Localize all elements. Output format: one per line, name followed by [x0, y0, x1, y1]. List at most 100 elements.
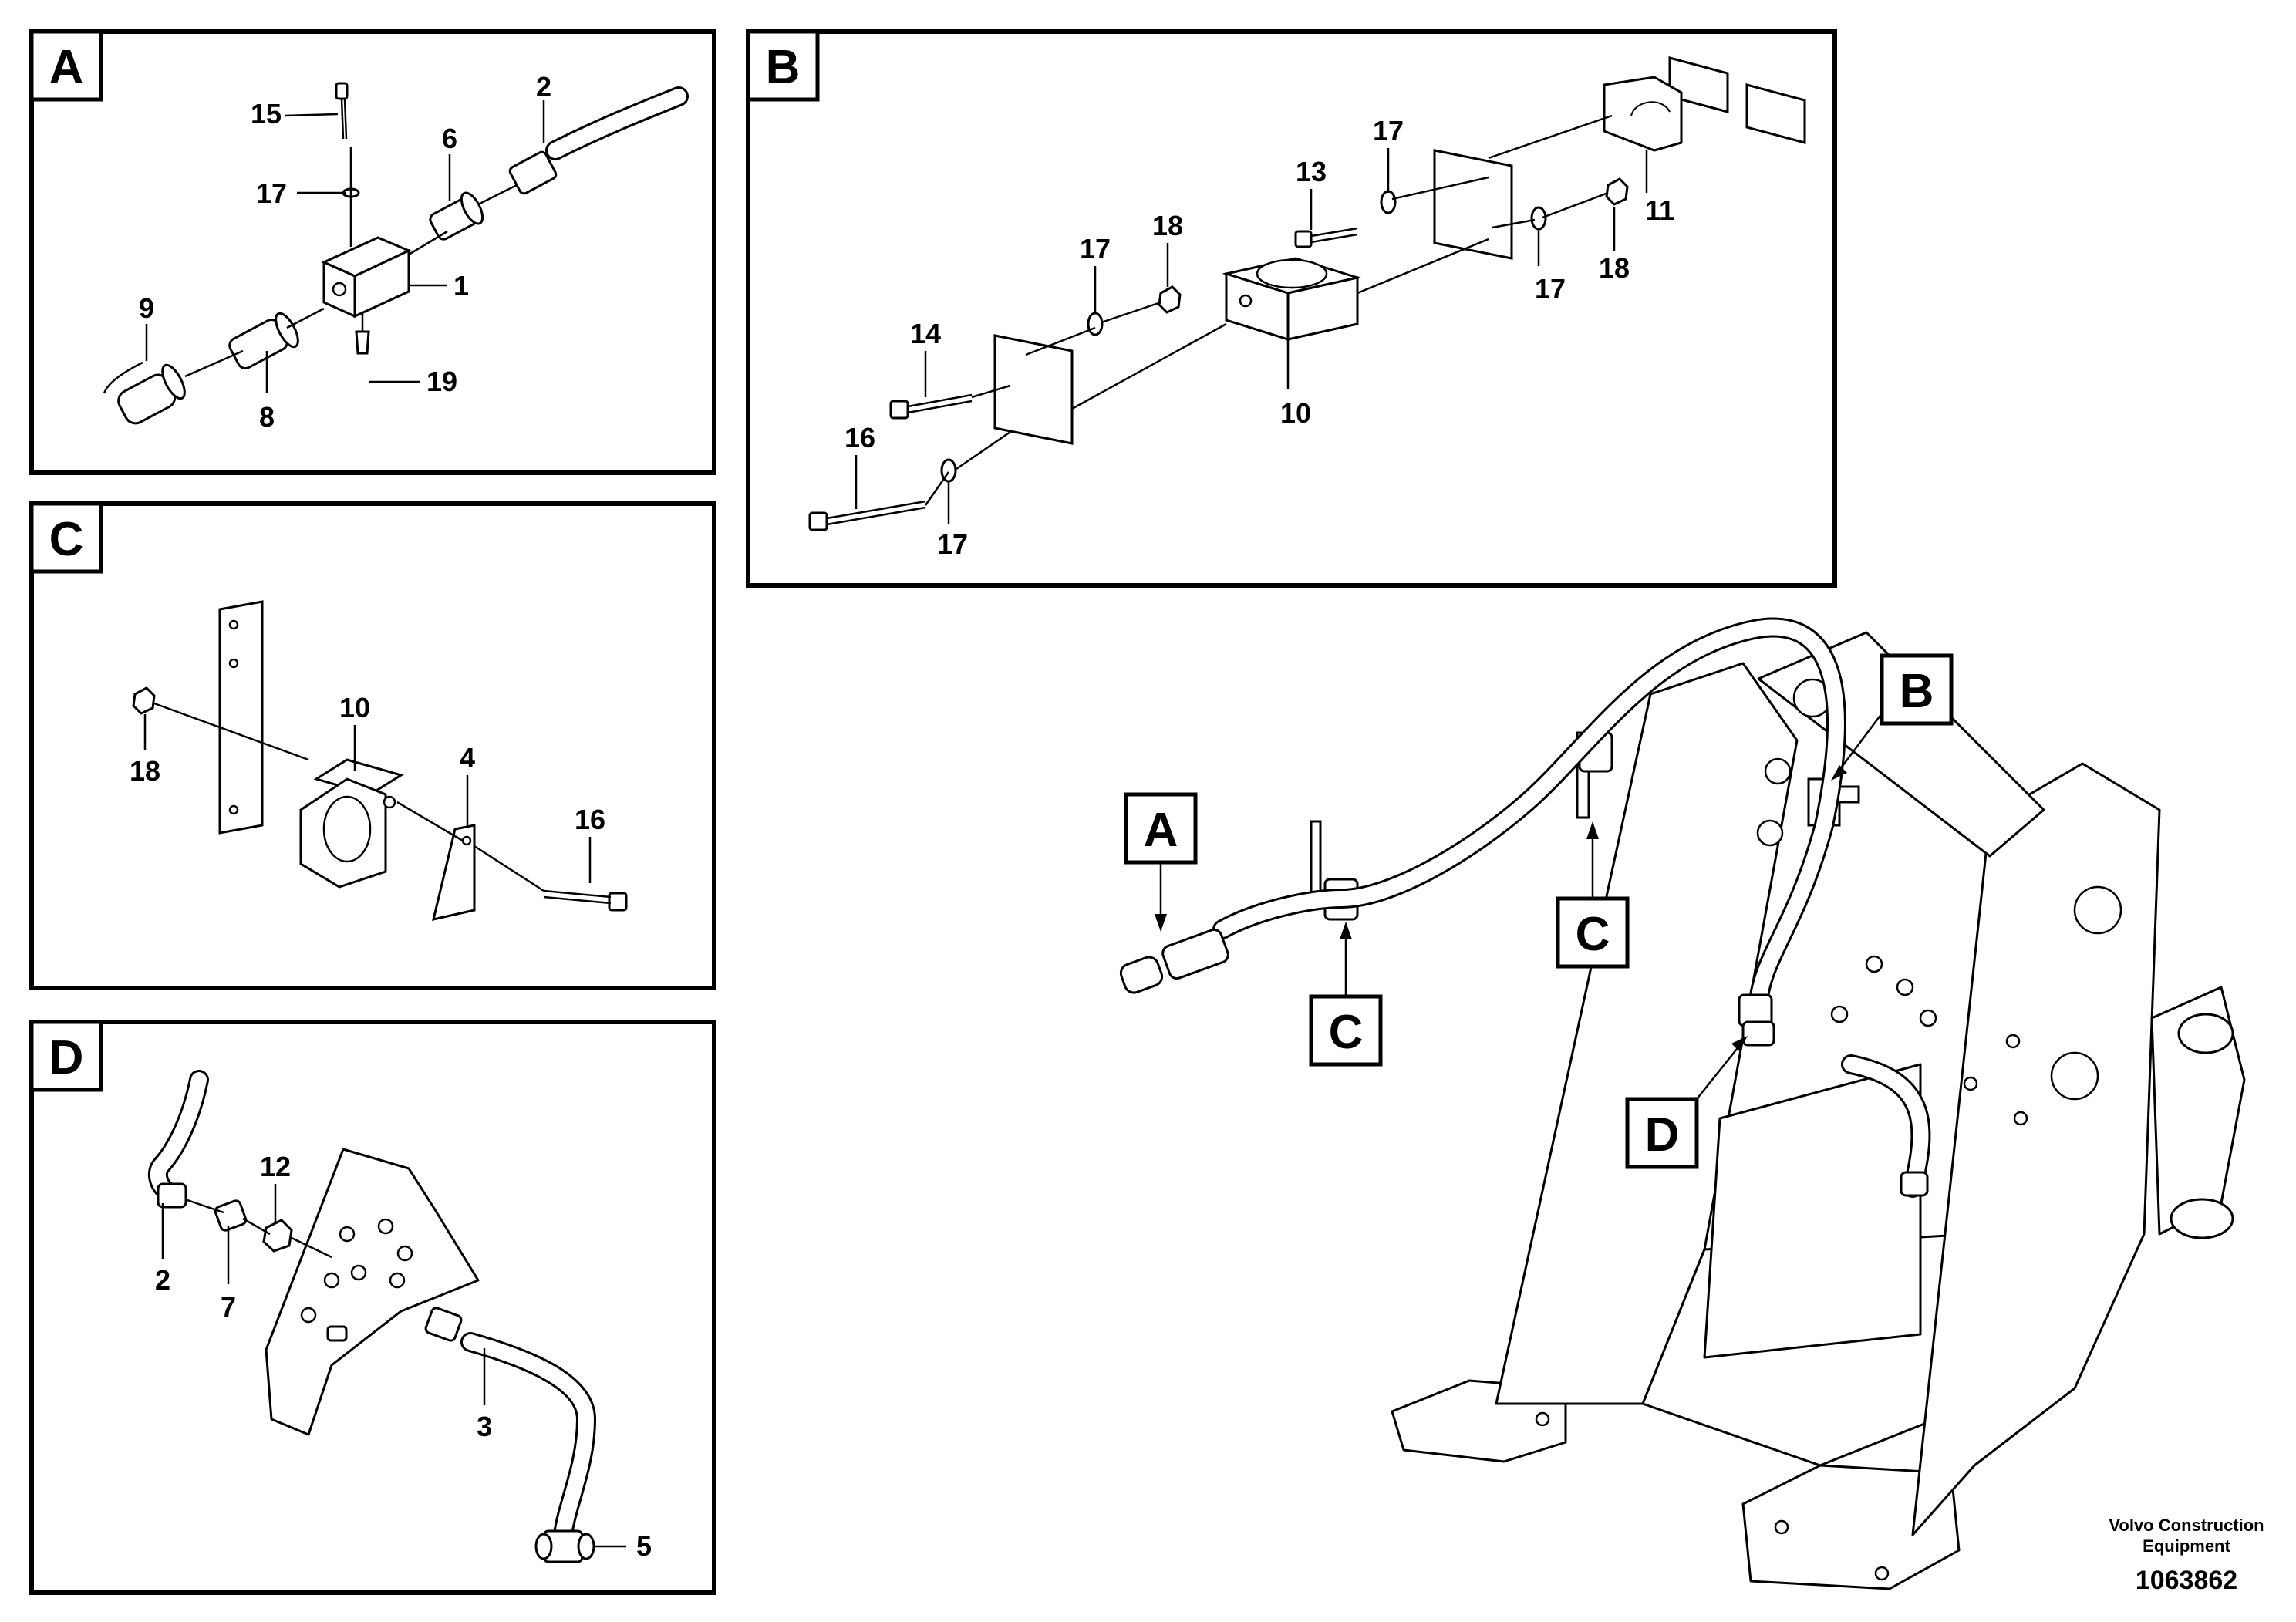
label-16: 16 [575, 804, 605, 835]
label-17: 17 [1080, 233, 1111, 265]
part-19-plug [355, 330, 370, 355]
panel-c-frame [29, 501, 716, 990]
frame-hole [1874, 1566, 1890, 1581]
label-11: 11 [1645, 194, 1674, 226]
panel-d: D [29, 1020, 716, 1595]
part-7-adapter [214, 1199, 248, 1232]
panel-b-tag-box [746, 29, 820, 102]
frame-hole [1830, 1005, 1849, 1023]
part-13-bolt [1294, 227, 1358, 248]
panel-b-tag: B [766, 41, 801, 94]
part-16-bolt [808, 500, 926, 531]
label-16: 16 [845, 422, 875, 454]
part-15-screw [335, 82, 349, 140]
label-2: 2 [155, 1264, 170, 1296]
label-17: 17 [256, 177, 287, 209]
label-3: 3 [477, 1411, 492, 1442]
frame-hole [1865, 955, 1883, 973]
frame-opening [1703, 1063, 1922, 1359]
frame-hole [1774, 1519, 1789, 1535]
brand-line-2: Equipment [2143, 1536, 2230, 1556]
callout-b: B [1831, 653, 1954, 781]
panel-a-tag-box [29, 29, 103, 102]
panel-a-tag: A [49, 41, 84, 94]
label-2: 2 [536, 71, 551, 103]
part-18-nut-b1 [1158, 285, 1182, 314]
part-9-dust-cap [103, 361, 186, 425]
pivot-bearing-lower [2170, 1198, 2234, 1239]
part-long-plate [218, 600, 264, 835]
label-13: 13 [1296, 156, 1327, 187]
part-17-washer-b3 [1530, 206, 1547, 231]
lower-hose [1841, 1054, 1931, 1198]
part-14-bolt [889, 393, 973, 420]
part-10-clamp-c [299, 758, 404, 889]
panel-b: B [746, 29, 1837, 588]
part-bracket-plate-2 [1745, 83, 1806, 144]
part-2-elbow-hose [147, 1070, 209, 1209]
label-8: 8 [259, 401, 275, 433]
frame-hole [2005, 1034, 2021, 1049]
part-frame-section [265, 1148, 480, 1436]
frame-hole [1535, 1411, 1550, 1427]
part-fitting [326, 1325, 348, 1342]
callout-b-text: B [1900, 665, 1934, 718]
label-7: 7 [221, 1291, 236, 1323]
frame-hole [1896, 978, 1914, 996]
label-10: 10 [339, 692, 370, 723]
callout-a-text: A [1144, 804, 1178, 857]
panel-d-frame [29, 1020, 716, 1595]
part-17-washer-b2 [1087, 312, 1104, 336]
panel-d-tag-box [29, 1020, 103, 1092]
label-6: 6 [442, 123, 457, 154]
frame-hole [2050, 1051, 2099, 1101]
label-4: 4 [460, 742, 475, 774]
panel-c-tag: C [49, 513, 84, 566]
main-hose [1212, 617, 1846, 1013]
label-1: 1 [453, 270, 469, 302]
brand-line-1: Volvo Construction [2109, 1516, 2264, 1535]
part-18-nut-b2 [1605, 177, 1629, 206]
label-10: 10 [1280, 397, 1311, 429]
label-9: 9 [139, 292, 154, 324]
part-12-nut [262, 1219, 293, 1253]
label-19: 19 [426, 366, 457, 397]
label-18: 18 [1152, 210, 1183, 241]
label-18: 18 [130, 755, 160, 787]
frame-hole [1963, 1076, 1978, 1091]
panel-d-tag: D [49, 1031, 84, 1084]
panel-a: A [29, 29, 716, 475]
frame-upright-right [1911, 762, 2161, 1536]
part-5-tee [534, 1529, 595, 1563]
main-assembly: A B C C D [1119, 617, 2246, 1590]
callout-c-1: C [1309, 922, 1383, 1067]
frame-hole [1919, 1009, 1937, 1027]
part-10-clamp [1222, 257, 1362, 342]
panel-c-tag-box [29, 501, 103, 574]
callout-d-text: D [1645, 1108, 1680, 1162]
part-8-coupling [228, 312, 299, 369]
label-15: 15 [251, 98, 282, 130]
part-6-adapter [429, 191, 484, 241]
callout-c1-text: C [1329, 1006, 1364, 1059]
pivot-bearing [2177, 1013, 2234, 1054]
panel-b-frame [746, 29, 1837, 588]
label-5: 5 [636, 1530, 652, 1562]
label-18: 18 [1599, 252, 1630, 284]
label-14: 14 [910, 318, 941, 349]
label-17: 17 [1373, 115, 1404, 147]
part-1-block [321, 236, 412, 319]
frame-hole [1756, 819, 1784, 847]
quick-coupler-a-location [1119, 928, 1229, 994]
callout-c-2: C [1556, 821, 1630, 969]
part-2-hose [508, 86, 689, 195]
panel-a-frame [29, 29, 716, 475]
part-4-plate [431, 824, 476, 921]
document-number: 1063862 [2136, 1566, 2237, 1595]
part-11-clamp-half [1603, 76, 1683, 152]
callout-d: D [1625, 1036, 1748, 1169]
callout-a: A [1124, 792, 1198, 932]
label-17: 17 [1535, 273, 1566, 305]
frame-hole [1764, 757, 1792, 785]
connector-d-location [1738, 993, 1775, 1047]
